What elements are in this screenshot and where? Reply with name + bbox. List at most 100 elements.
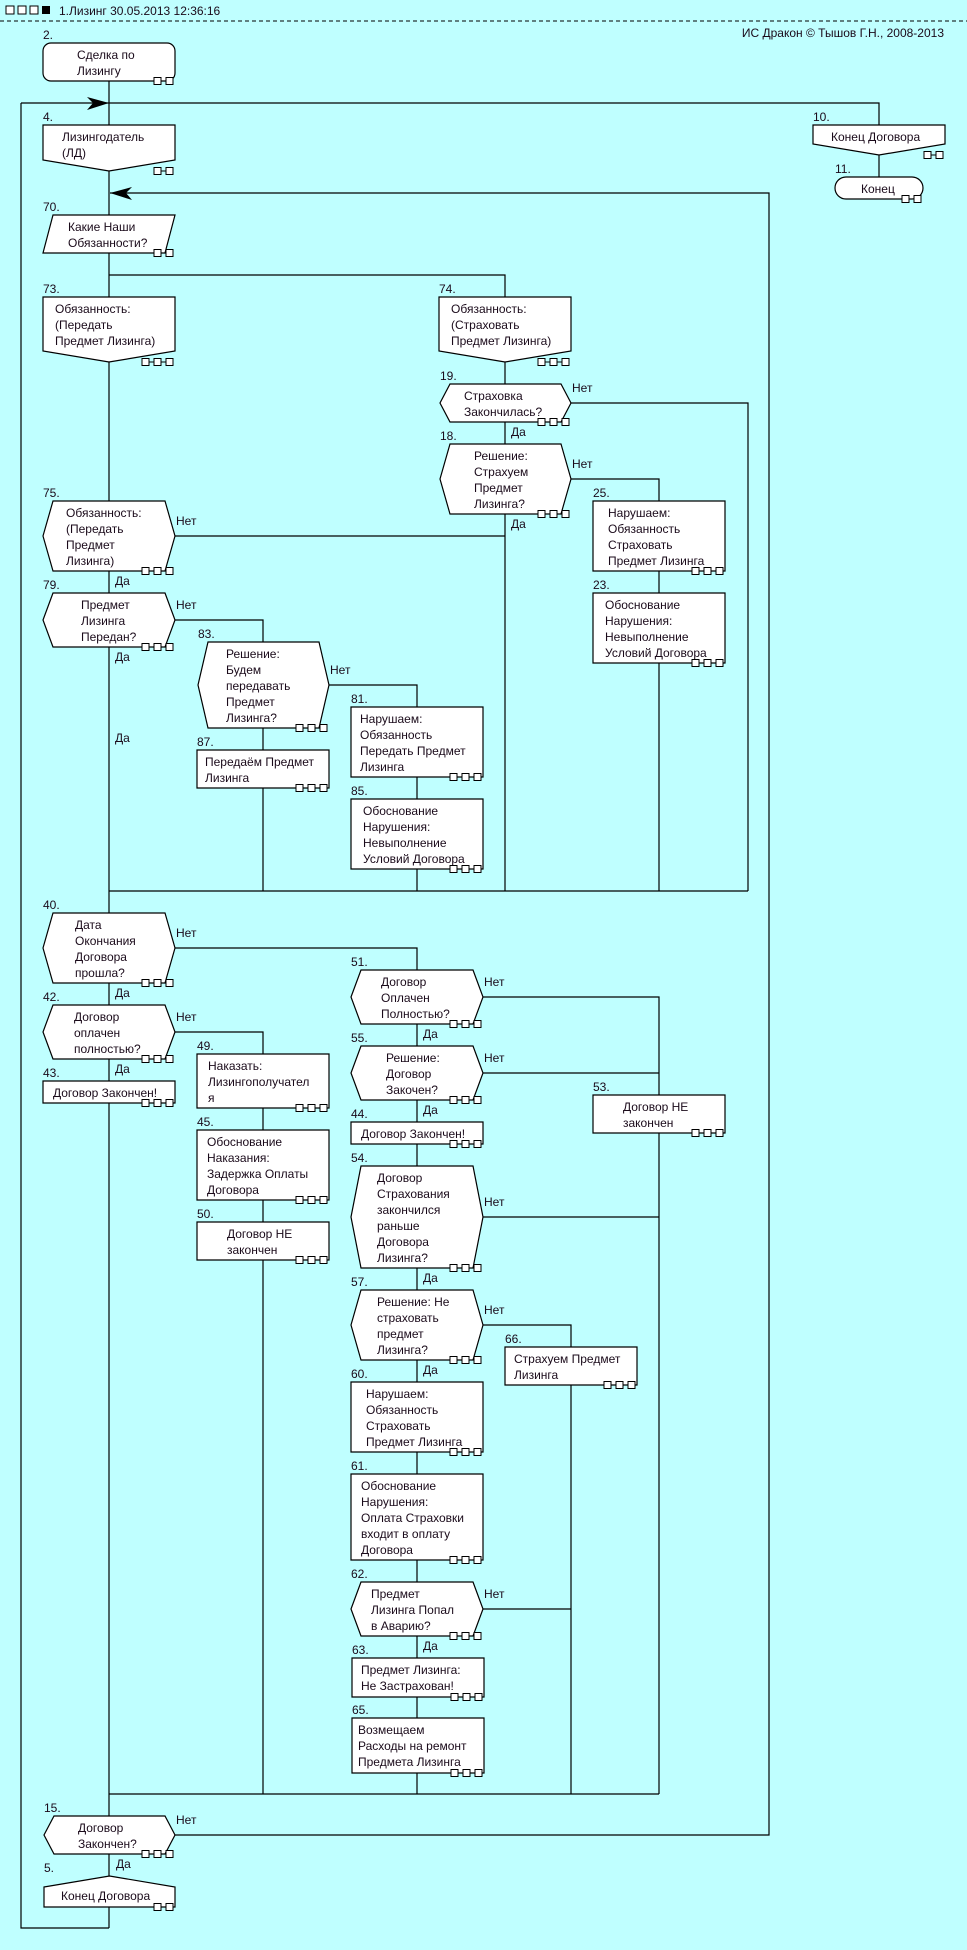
connector-square-icon[interactable] — [935, 151, 944, 159]
connector-square-icon[interactable] — [295, 1104, 304, 1112]
connector-square-icon[interactable] — [319, 1104, 328, 1112]
connector-square-icon[interactable] — [615, 1381, 624, 1389]
square-icon[interactable] — [17, 5, 27, 15]
connector-square-icon[interactable] — [449, 865, 458, 873]
connector-square-icon[interactable] — [319, 784, 328, 792]
connector-square-icon[interactable] — [461, 865, 470, 873]
connector-square-icon[interactable] — [141, 979, 150, 987]
connector-square-icon[interactable] — [165, 167, 174, 175]
connector-square-icon[interactable] — [295, 1196, 304, 1204]
node-85[interactable]: 85.ОбоснованиеНарушения:НевыполнениеУсло… — [350, 784, 484, 873]
connector-square-icon[interactable] — [691, 1129, 700, 1137]
connector-square-icon[interactable] — [561, 358, 570, 366]
connector-square-icon[interactable] — [153, 979, 162, 987]
connector-square-icon[interactable] — [549, 510, 558, 518]
connector-square-icon[interactable] — [307, 1256, 316, 1264]
connector-square-icon[interactable] — [153, 77, 162, 85]
connector-square-icon[interactable] — [561, 418, 570, 426]
connector-square-icon[interactable] — [449, 1096, 458, 1104]
connector-square-icon[interactable] — [715, 567, 724, 575]
connector-square-icon[interactable] — [165, 249, 174, 257]
connector-square-icon[interactable] — [449, 1264, 458, 1272]
node-63[interactable]: 63.Предмет Лизинга:Не Застрахован! — [351, 1643, 485, 1701]
connector-square-icon[interactable] — [473, 773, 482, 781]
node-4[interactable]: 4.Лизингодатель(ЛД) — [42, 110, 176, 175]
connector-square-icon[interactable] — [319, 724, 328, 732]
connector-square-icon[interactable] — [461, 1020, 470, 1028]
connector-square-icon[interactable] — [307, 724, 316, 732]
node-25[interactable]: 25.Нарушаем:ОбязанностьСтраховатьПредмет… — [592, 486, 726, 575]
connector-square-icon[interactable] — [901, 195, 910, 203]
connector-square-icon[interactable] — [165, 1903, 174, 1911]
connector-square-icon[interactable] — [473, 1096, 482, 1104]
connector-square-icon[interactable] — [165, 1099, 174, 1107]
connector-square-icon[interactable] — [449, 1448, 458, 1456]
connector-square-icon[interactable] — [319, 1196, 328, 1204]
connector-square-icon[interactable] — [165, 358, 174, 366]
connector-square-icon[interactable] — [165, 1850, 174, 1858]
node-83[interactable]: 83.Решение:БудемпередаватьПредметЛизинга… — [115, 627, 351, 745]
connector-square-icon[interactable] — [923, 151, 932, 159]
connector-square-icon[interactable] — [549, 418, 558, 426]
connector-square-icon[interactable] — [703, 659, 712, 667]
connector-square-icon[interactable] — [449, 1356, 458, 1364]
node-54[interactable]: 54.ДоговорСтрахованиязакончилсяраньшеДог… — [350, 1151, 505, 1285]
connector-square-icon[interactable] — [603, 1381, 612, 1389]
connector-square-icon[interactable] — [153, 1903, 162, 1911]
node-5[interactable]: 5.Конец Договора — [43, 1861, 176, 1911]
connector-square-icon[interactable] — [307, 1196, 316, 1204]
connector-square-icon[interactable] — [537, 358, 546, 366]
connector-square-icon[interactable] — [473, 865, 482, 873]
connector-square-icon[interactable] — [153, 167, 162, 175]
connector-square-icon[interactable] — [449, 773, 458, 781]
connector-square-icon[interactable] — [153, 567, 162, 575]
node-44[interactable]: 44.Договор Закончен! — [350, 1107, 484, 1148]
square-icon[interactable] — [5, 5, 15, 15]
connector-square-icon[interactable] — [462, 1693, 471, 1701]
connector-square-icon[interactable] — [295, 1256, 304, 1264]
connector-square-icon[interactable] — [461, 1264, 470, 1272]
connector-square-icon[interactable] — [473, 1448, 482, 1456]
connector-square-icon[interactable] — [537, 510, 546, 518]
connector-square-icon[interactable] — [319, 1256, 328, 1264]
connector-square-icon[interactable] — [627, 1381, 636, 1389]
connector-square-icon[interactable] — [691, 567, 700, 575]
connector-square-icon[interactable] — [449, 1556, 458, 1564]
connector-square-icon[interactable] — [715, 659, 724, 667]
connector-square-icon[interactable] — [549, 358, 558, 366]
connector-square-icon[interactable] — [295, 724, 304, 732]
connector-square-icon[interactable] — [307, 1104, 316, 1112]
connector-square-icon[interactable] — [473, 1632, 482, 1640]
connector-square-icon[interactable] — [450, 1693, 459, 1701]
connector-square-icon[interactable] — [691, 659, 700, 667]
connector-square-icon[interactable] — [461, 1096, 470, 1104]
connector-square-icon[interactable] — [462, 1769, 471, 1777]
connector-square-icon[interactable] — [473, 1140, 482, 1148]
square-icon[interactable] — [29, 5, 39, 15]
connector-square-icon[interactable] — [473, 1556, 482, 1564]
connector-square-icon[interactable] — [461, 1448, 470, 1456]
connector-square-icon[interactable] — [461, 1556, 470, 1564]
connector-square-icon[interactable] — [450, 1769, 459, 1777]
filled-square-icon[interactable] — [42, 6, 50, 14]
node-60[interactable]: 60.Нарушаем:ОбязанностьСтраховатьПредмет… — [350, 1367, 484, 1456]
connector-square-icon[interactable] — [153, 1055, 162, 1063]
connector-square-icon[interactable] — [473, 1020, 482, 1028]
connector-square-icon[interactable] — [715, 1129, 724, 1137]
connector-square-icon[interactable] — [153, 249, 162, 257]
connector-square-icon[interactable] — [165, 567, 174, 575]
